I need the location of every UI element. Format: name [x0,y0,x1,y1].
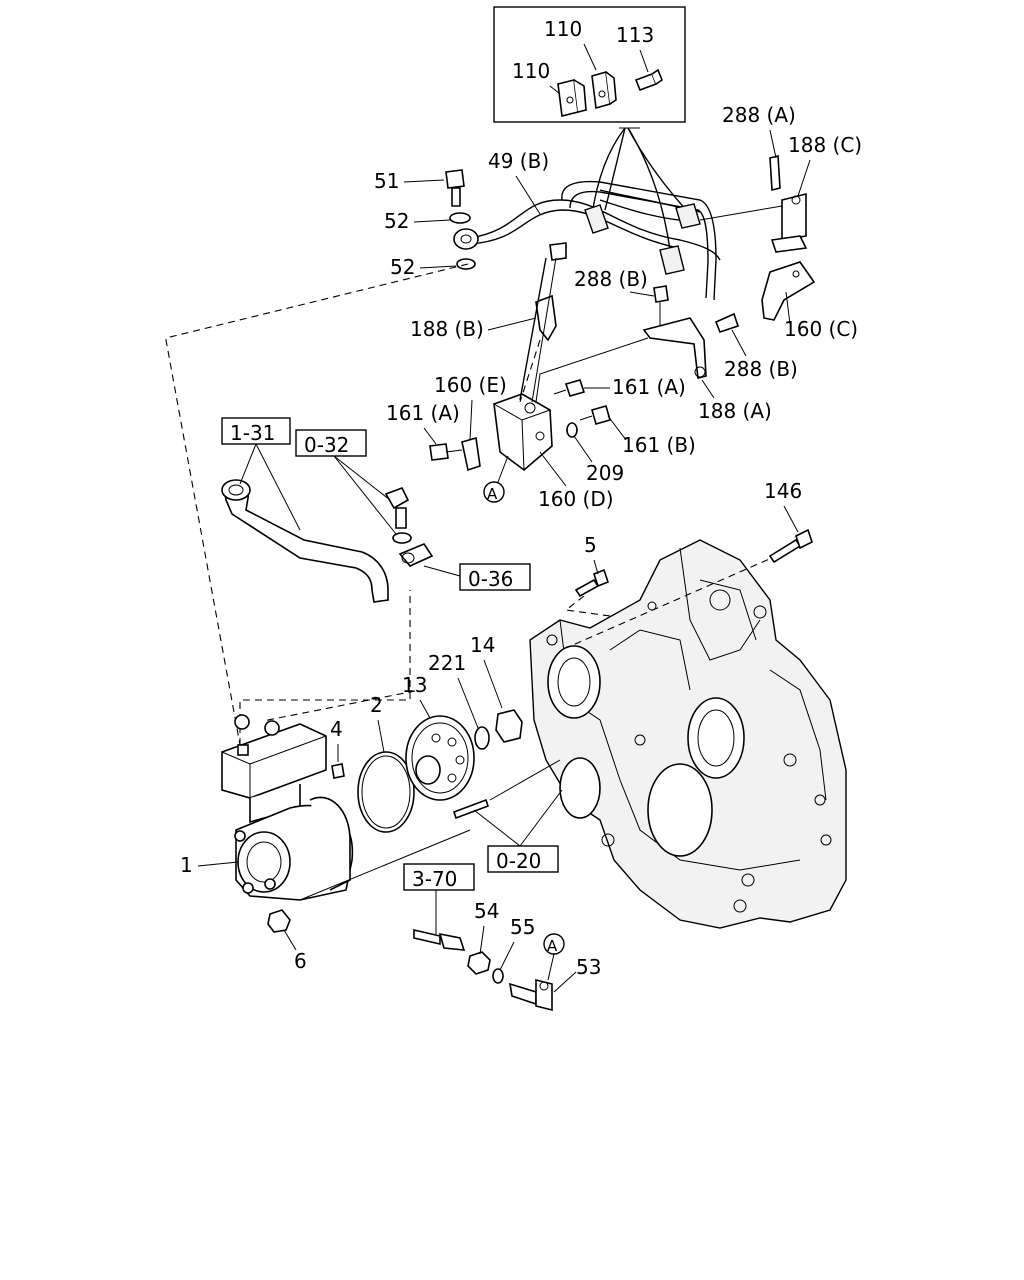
label-52-lower: 52 [390,255,415,279]
label-4: 4 [330,717,343,741]
sensor-3-70 [413,928,466,951]
stud [452,798,490,820]
washer-221 [474,726,490,750]
callouts: 110 113 110 288 (A) 188 (C) 51 49 (B) 52… [180,17,862,993]
label-188c: 188 (C) [788,133,862,157]
ref-box-0-32 [295,429,367,457]
label-52-upper: 52 [384,209,409,233]
bolt-161a-upper [553,379,586,397]
pipe-route-line-down [519,339,541,403]
label-5: 5 [584,533,597,557]
gear-case-housing [529,539,847,929]
label-221: 221 [428,651,466,675]
air-compressor-1 [221,714,354,901]
label-188b: 188 (B) [410,317,484,341]
label-110-top: 110 [544,17,582,41]
align-line-5 [564,595,611,617]
clip-110-right-icon [591,70,617,110]
pipe-49-line [519,257,547,401]
bolt-288b-upper [653,285,669,326]
ref-circle-a-upper [483,481,505,503]
label-146: 146 [764,479,802,503]
label-1-31: 1-31 [230,421,275,445]
label-209: 209 [586,461,624,485]
bolt-146 [768,528,813,564]
label-161a-left: 161 (A) [386,401,460,425]
label-160d: 160 (D) [538,487,614,511]
clip-110-left-icon [557,79,587,117]
fitting-0-36 [398,543,434,567]
label-161a-upper: 161 (A) [612,375,686,399]
label-188a: 188 (A) [698,399,772,423]
label-51: 51 [374,169,399,193]
align-line-comp [299,829,471,901]
bracket-188c [769,154,808,253]
label-3-70: 3-70 [412,867,457,891]
label-55: 55 [510,915,535,939]
inset-detail-box [493,6,689,251]
ref-box-0-36 [459,563,531,591]
label-a-upper: A [487,485,498,503]
washer-209 [566,422,578,438]
label-161b: 161 (B) [622,433,696,457]
label-288b-upper: 288 (B) [574,267,648,291]
label-6: 6 [294,949,307,973]
bolt-51 [445,169,476,270]
nut-6 [267,909,291,933]
label-288b-right: 288 (B) [724,357,798,381]
ref-box-0-20 [487,845,559,873]
align-line-146 [565,549,791,649]
label-110-left: 110 [512,59,550,83]
bracket-160c [761,261,816,321]
label-53: 53 [576,955,601,979]
bolt-161a-left [429,443,463,461]
label-160e: 160 (E) [434,373,507,397]
pipe-49-line-b [531,257,557,403]
label-a-lower: A [547,937,558,955]
ref-box-3-70 [403,863,475,891]
label-0-36: 0-36 [468,567,513,591]
pipe-route-line-left [165,263,469,746]
label-14: 14 [470,633,495,657]
washer-55 [492,968,504,984]
nut-54 [467,951,491,975]
bracket-160e [461,436,481,472]
gear-13 [405,715,475,801]
label-0-20: 0-20 [496,849,541,873]
label-1: 1 [180,853,193,877]
block-160d [493,393,553,472]
label-288a: 288 (A) [722,103,796,127]
label-113: 113 [616,23,654,47]
bolt-5 [574,568,609,598]
o-ring-2 [357,751,415,833]
nut-14 [495,709,523,743]
align-line-gear [489,759,561,801]
bolt-288b-right [714,312,740,333]
key-4 [331,763,345,779]
hose-1-31 [221,479,421,745]
label-2: 2 [370,693,383,717]
bolt-161b [579,405,611,425]
label-160c: 160 (C) [784,317,858,341]
bracket-188a [642,317,707,379]
label-13: 13 [402,673,427,697]
bolt-113-icon [634,68,663,92]
fitting-0-32 [384,486,412,544]
label-49b: 49 (B) [488,149,549,173]
elbow-53 [508,978,553,1012]
label-54: 54 [474,899,499,923]
label-0-32: 0-32 [304,433,349,457]
link-line-188a [535,337,649,403]
pipe-49b [453,180,721,301]
